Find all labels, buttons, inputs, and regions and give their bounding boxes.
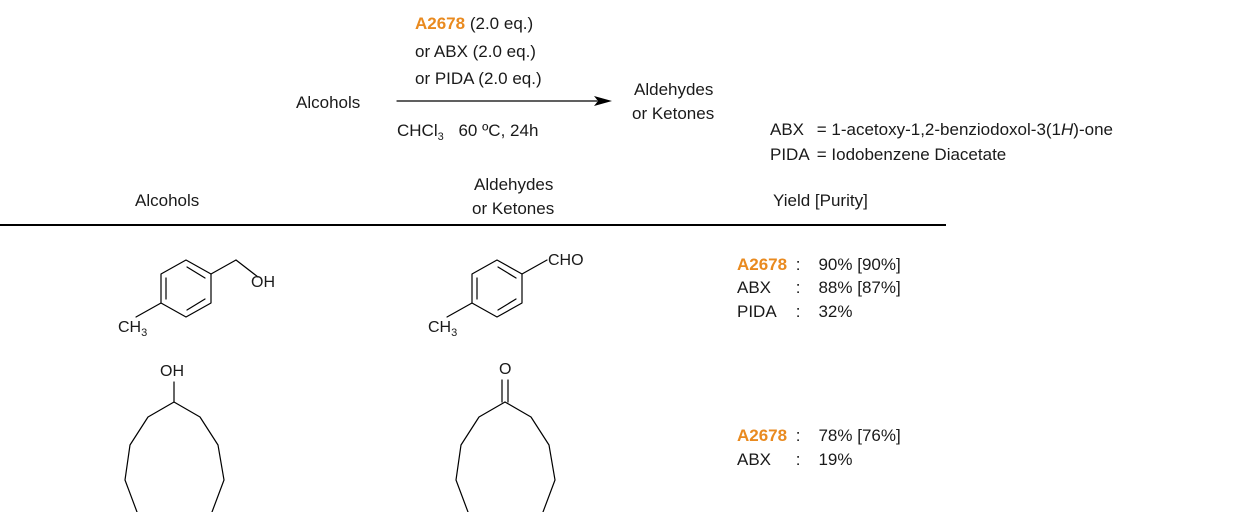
alcohol-1-ch3: CH3 [118,319,148,339]
alcohol-structure-1 [135,259,259,318]
yield-reagent: A2678 [737,255,788,274]
definition-italic: H [1061,120,1074,139]
header-alcohols: Alcohols [135,191,200,210]
reaction-arrow-head [594,96,612,106]
reagent-amount: (2.0 eq.) [469,14,534,33]
definition-tail: )-one [1073,120,1113,139]
yield-reagent: ABX [737,450,772,469]
substrate-label: Alcohols [296,93,361,112]
yield-value: 90% [90%] [818,255,901,274]
solvent: CHCl [397,121,438,140]
reagent-pida: or PIDA (2.0 eq.) [415,69,542,88]
alcohol-2-oh: OH [160,363,184,380]
product-1-cho: CHO [548,252,584,269]
header-yield: Yield [Purity] [773,191,868,210]
product-label-2: or Ketones [632,104,715,123]
alcohol-1-oh: OH [251,274,275,291]
definition-text: = 1-acetoxy-1,2-benziodoxol-3(1 [816,120,1062,139]
yield-row-2-a2678: A2678 : 78% [76%] [737,426,901,446]
conditions: 60 ºC, 24h [458,121,539,140]
yield-row-2-abx: ABX : 19% [737,450,853,470]
yield-reagent: PIDA [737,302,777,321]
yield-sep: : [795,302,801,321]
yield-sep: : [795,426,801,445]
product-structure-1 [446,259,548,318]
alcohol-structure-2 [124,381,225,512]
definition-abbr: ABX [770,120,805,139]
reagent-abx: or ABX (2.0 eq.) [415,42,536,61]
yield-row-1-abx: ABX : 88% [87%] [737,278,901,298]
header-products-2: or Ketones [472,199,555,218]
yield-row-1-pida: PIDA : 32% [737,302,853,322]
product-2-o: O [499,361,512,378]
definition-abx: ABX = 1-acetoxy-1,2-benziodoxol-3(1H)-on… [770,120,1113,140]
product-1-ch3: CH3 [428,319,458,339]
definition-pida: PIDA = Iodobenzene Diacetate [770,145,1006,165]
yield-sep: : [795,450,801,469]
yield-value: 78% [76%] [818,426,901,445]
header-products-1: Aldehydes [474,175,554,194]
reagent-a2678: A2678 (2.0 eq.) [415,14,533,34]
yield-value: 32% [818,302,853,321]
header-divider [0,224,946,226]
yield-value: 88% [87%] [818,278,901,297]
definition-text: = Iodobenzene Diacetate [816,145,1007,164]
solvent-subscript: 3 [437,131,444,143]
solvent-conditions: CHCl3 60 ºC, 24h [397,121,539,143]
definition-abbr: PIDA [770,145,810,164]
yield-sep: : [795,255,801,274]
yield-sep: : [795,278,801,297]
yield-row-1-a2678: A2678 : 90% [90%] [737,255,901,275]
yield-reagent: A2678 [737,426,788,445]
product-structure-2 [455,379,556,512]
yield-reagent: ABX [737,278,772,297]
reagent-name: A2678 [415,14,466,33]
yield-value: 19% [818,450,853,469]
product-label-1: Aldehydes [634,80,714,99]
